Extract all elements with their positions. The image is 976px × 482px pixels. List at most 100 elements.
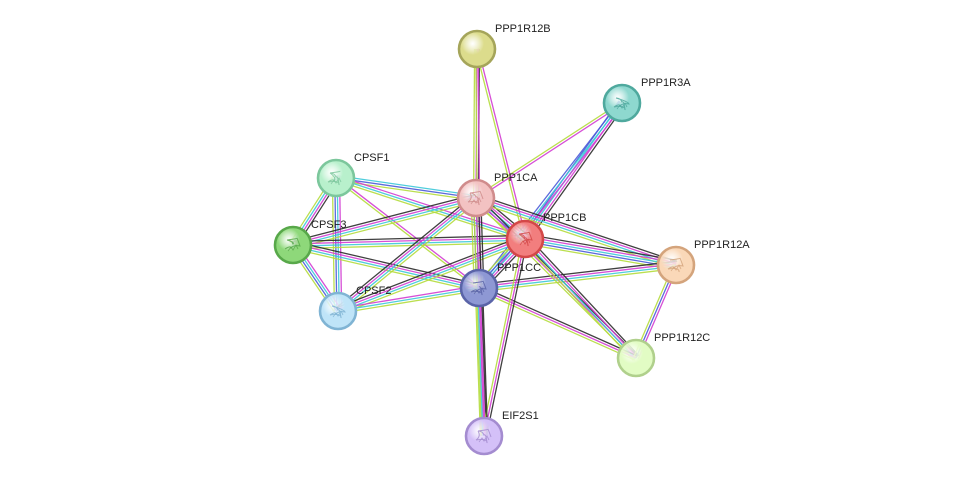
node-label: PPP1R12B (495, 23, 551, 35)
edge-strand-black (292, 234, 525, 243)
edge-strand-yellow (472, 198, 483, 437)
edge-strand-magenta (336, 176, 481, 288)
edge-strand-black (476, 193, 678, 263)
node-eif2s1[interactable]: EIF2S1 (464, 410, 539, 456)
edge-strand-cyan (338, 198, 478, 313)
node-circle (616, 338, 656, 378)
node-ppp1r12a[interactable]: PPP1R12A (656, 239, 750, 285)
edge-strand-magenta (525, 237, 638, 358)
node-cpsf2[interactable]: CPSF2 (318, 285, 391, 331)
edge-strand-yellow (524, 243, 676, 271)
edge-strand-black (478, 260, 676, 286)
node-label: CPSF2 (356, 285, 391, 297)
edge-CPSF1-PPP1CA[interactable] (335, 174, 477, 202)
edge-strand-yellow (335, 179, 476, 202)
protein-structure-icon (613, 97, 630, 111)
edge-strand-magenta (476, 103, 624, 200)
edge-strand-yellow (338, 289, 480, 315)
node-label: PPP1CB (543, 212, 586, 224)
node-circle (602, 83, 642, 123)
protein-structure-icon (518, 231, 533, 247)
edge-PPP1CB-PPP1R12A[interactable] (524, 233, 677, 271)
node-circle (459, 268, 499, 308)
edge-strand-black (525, 233, 677, 261)
edge-strand-black (485, 239, 528, 437)
edge-CPSF2-PPP1CC[interactable] (337, 284, 480, 315)
edge-strand-cyan (477, 288, 484, 437)
edge-strand-black (527, 104, 626, 242)
edges-layer (289, 48, 679, 437)
node-circle (656, 245, 696, 285)
edge-strand-yellow (474, 288, 482, 437)
edge-strand-magenta (478, 287, 637, 359)
node-cpsf1[interactable]: CPSF1 (316, 152, 389, 198)
edge-strand-yellow (477, 289, 636, 361)
edge-PPP1CB-PPP1R12C[interactable] (521, 236, 640, 361)
edge-strand-cyan (479, 265, 677, 290)
edge-CPSF3-PPP1CB[interactable] (292, 234, 526, 250)
edge-strand-black (336, 235, 524, 309)
node-label: CPSF3 (311, 219, 346, 231)
edge-strand-black (479, 285, 638, 357)
node-label: CPSF1 (354, 152, 389, 164)
node-ppp1r12b[interactable]: PPP1R12B (457, 23, 551, 69)
edge-strand-yellow (472, 48, 476, 198)
edge-PPP1R3A-PPP1CA[interactable] (474, 101, 624, 200)
edge-strand-blue (335, 177, 477, 199)
edge-strand-blue (476, 101, 621, 287)
edge-strand-magenta (475, 197, 485, 437)
edge-strand-magenta (477, 48, 527, 239)
node-circle (273, 225, 313, 265)
protein-structure-icon (327, 170, 342, 186)
protein-structure-icon (284, 237, 301, 252)
edge-PPP1CA-EIF2S1[interactable] (472, 197, 488, 437)
node-ppp1cb[interactable]: PPP1CB (505, 212, 586, 259)
node-label: PPP1R12A (694, 239, 750, 251)
node-ppp1r3a[interactable]: PPP1R3A (602, 77, 691, 123)
edge-strand-magenta (292, 196, 476, 245)
edge-strand-magenta (476, 196, 677, 265)
edge-PPP1CC-PPP1R12C[interactable] (477, 285, 638, 361)
edge-strand-blue (524, 240, 676, 269)
edge-strand-yellow (481, 238, 524, 436)
edge-strand-magenta (480, 104, 625, 290)
node-label: PPP1R3A (641, 77, 691, 89)
protein-structure-icon (329, 305, 346, 319)
node-cpsf3[interactable]: CPSF3 (273, 219, 346, 265)
edge-strand-yellow (339, 241, 527, 315)
edge-strand-magenta (293, 243, 480, 288)
edge-strand-cyan (478, 102, 623, 289)
edge-strand-cyan (293, 198, 477, 247)
node-label: PPP1CC (497, 262, 541, 274)
edge-strand-magenta (479, 287, 486, 436)
edge-strand-cyan (293, 239, 526, 247)
node-circle (457, 29, 497, 69)
edge-strand-cyan (523, 239, 636, 360)
node-ppp1cc[interactable]: PPP1CC (459, 262, 541, 308)
edge-strand-magenta (292, 237, 525, 245)
edge-strand-magenta (336, 196, 476, 311)
edge-strand-yellow (339, 200, 479, 315)
protein-structure-icon (475, 428, 492, 444)
edge-CPSF2-PPP1CA[interactable] (335, 194, 479, 315)
node-circle (318, 291, 358, 331)
edge-PPP1CC-EIF2S1[interactable] (474, 287, 489, 437)
edge-strand-yellow (293, 241, 526, 250)
edge-PPP1CB-EIF2S1[interactable] (481, 238, 528, 437)
edge-strand-black (477, 197, 488, 436)
edge-strand-magenta (478, 263, 676, 288)
edge-strand-black (481, 287, 489, 436)
protein-structure-icon (467, 190, 484, 206)
edge-strand-cyan (337, 287, 480, 312)
edge-CPSF2-PPP1CB[interactable] (336, 235, 527, 315)
node-ppp1r12c[interactable]: PPP1R12C (616, 332, 710, 378)
node-ppp1ca[interactable]: PPP1CA (456, 172, 538, 218)
edge-strand-magenta (483, 238, 526, 437)
protein-structure-icon (470, 280, 487, 296)
node-circle (456, 178, 496, 218)
edge-PPP1R3A-PPP1CC[interactable] (476, 101, 625, 290)
edge-strand-black (335, 194, 475, 309)
edge-strand-magenta (525, 235, 677, 264)
